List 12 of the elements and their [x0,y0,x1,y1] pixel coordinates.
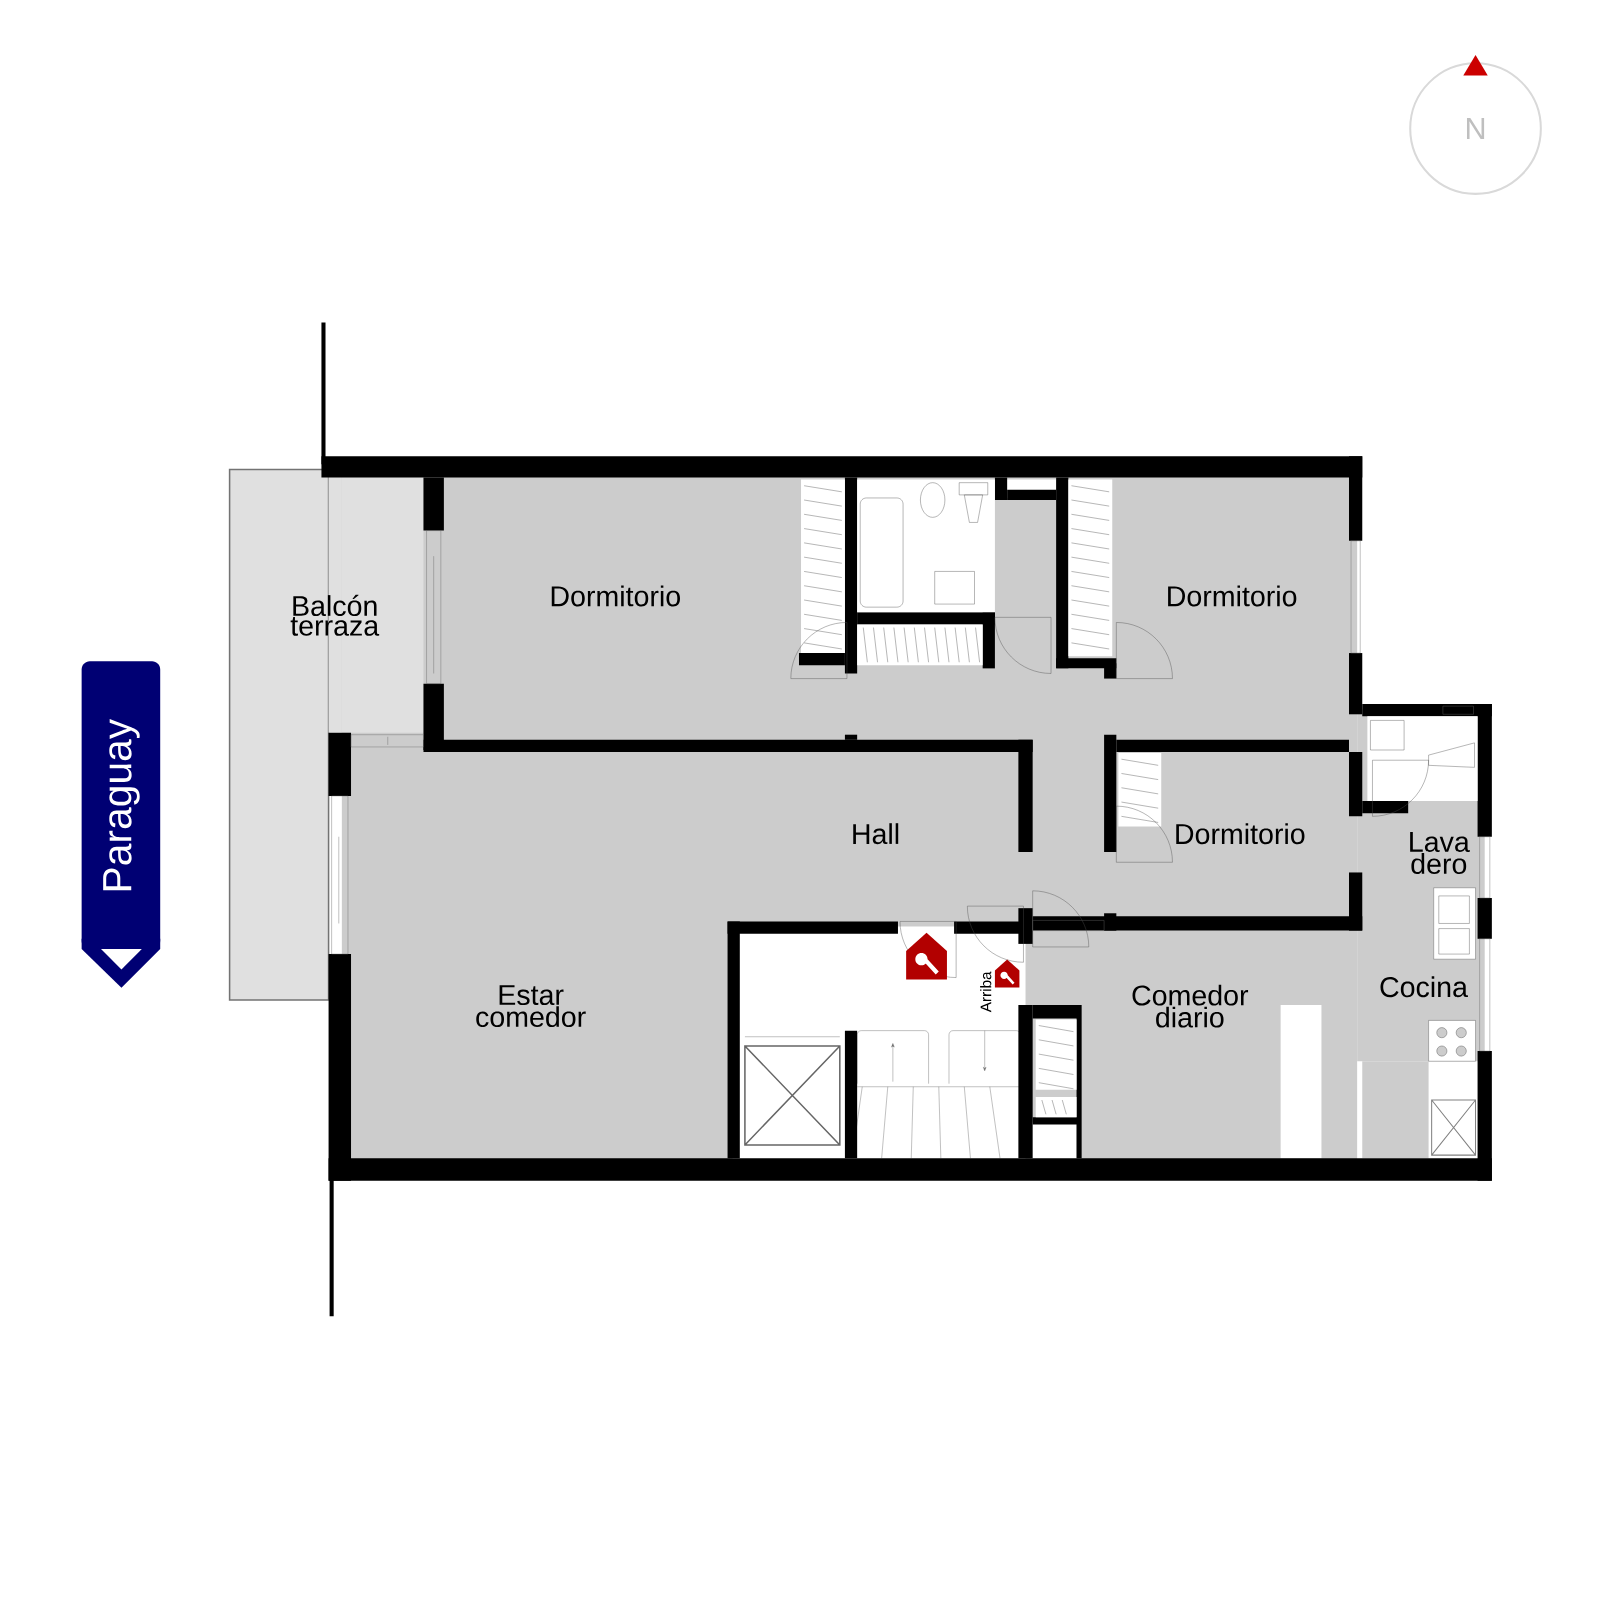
room-label: Comedor diario [1132,984,1249,1028]
room-label: Dormitorio [1168,585,1297,607]
street-sign: Paraguay [81,661,161,988]
room-label: Hall [853,823,899,845]
room-label: Lava dero [1410,832,1470,875]
room-label: Estar comedor [476,985,586,1028]
room-label: Balcón terraza [290,594,380,636]
room-label: Dormitorio [1176,823,1305,845]
room-label: Cocina [1380,976,1468,998]
compass-letter: N [1467,118,1485,140]
room-label: Arriba [980,971,992,1013]
room-label: Dormitorio [551,585,680,607]
